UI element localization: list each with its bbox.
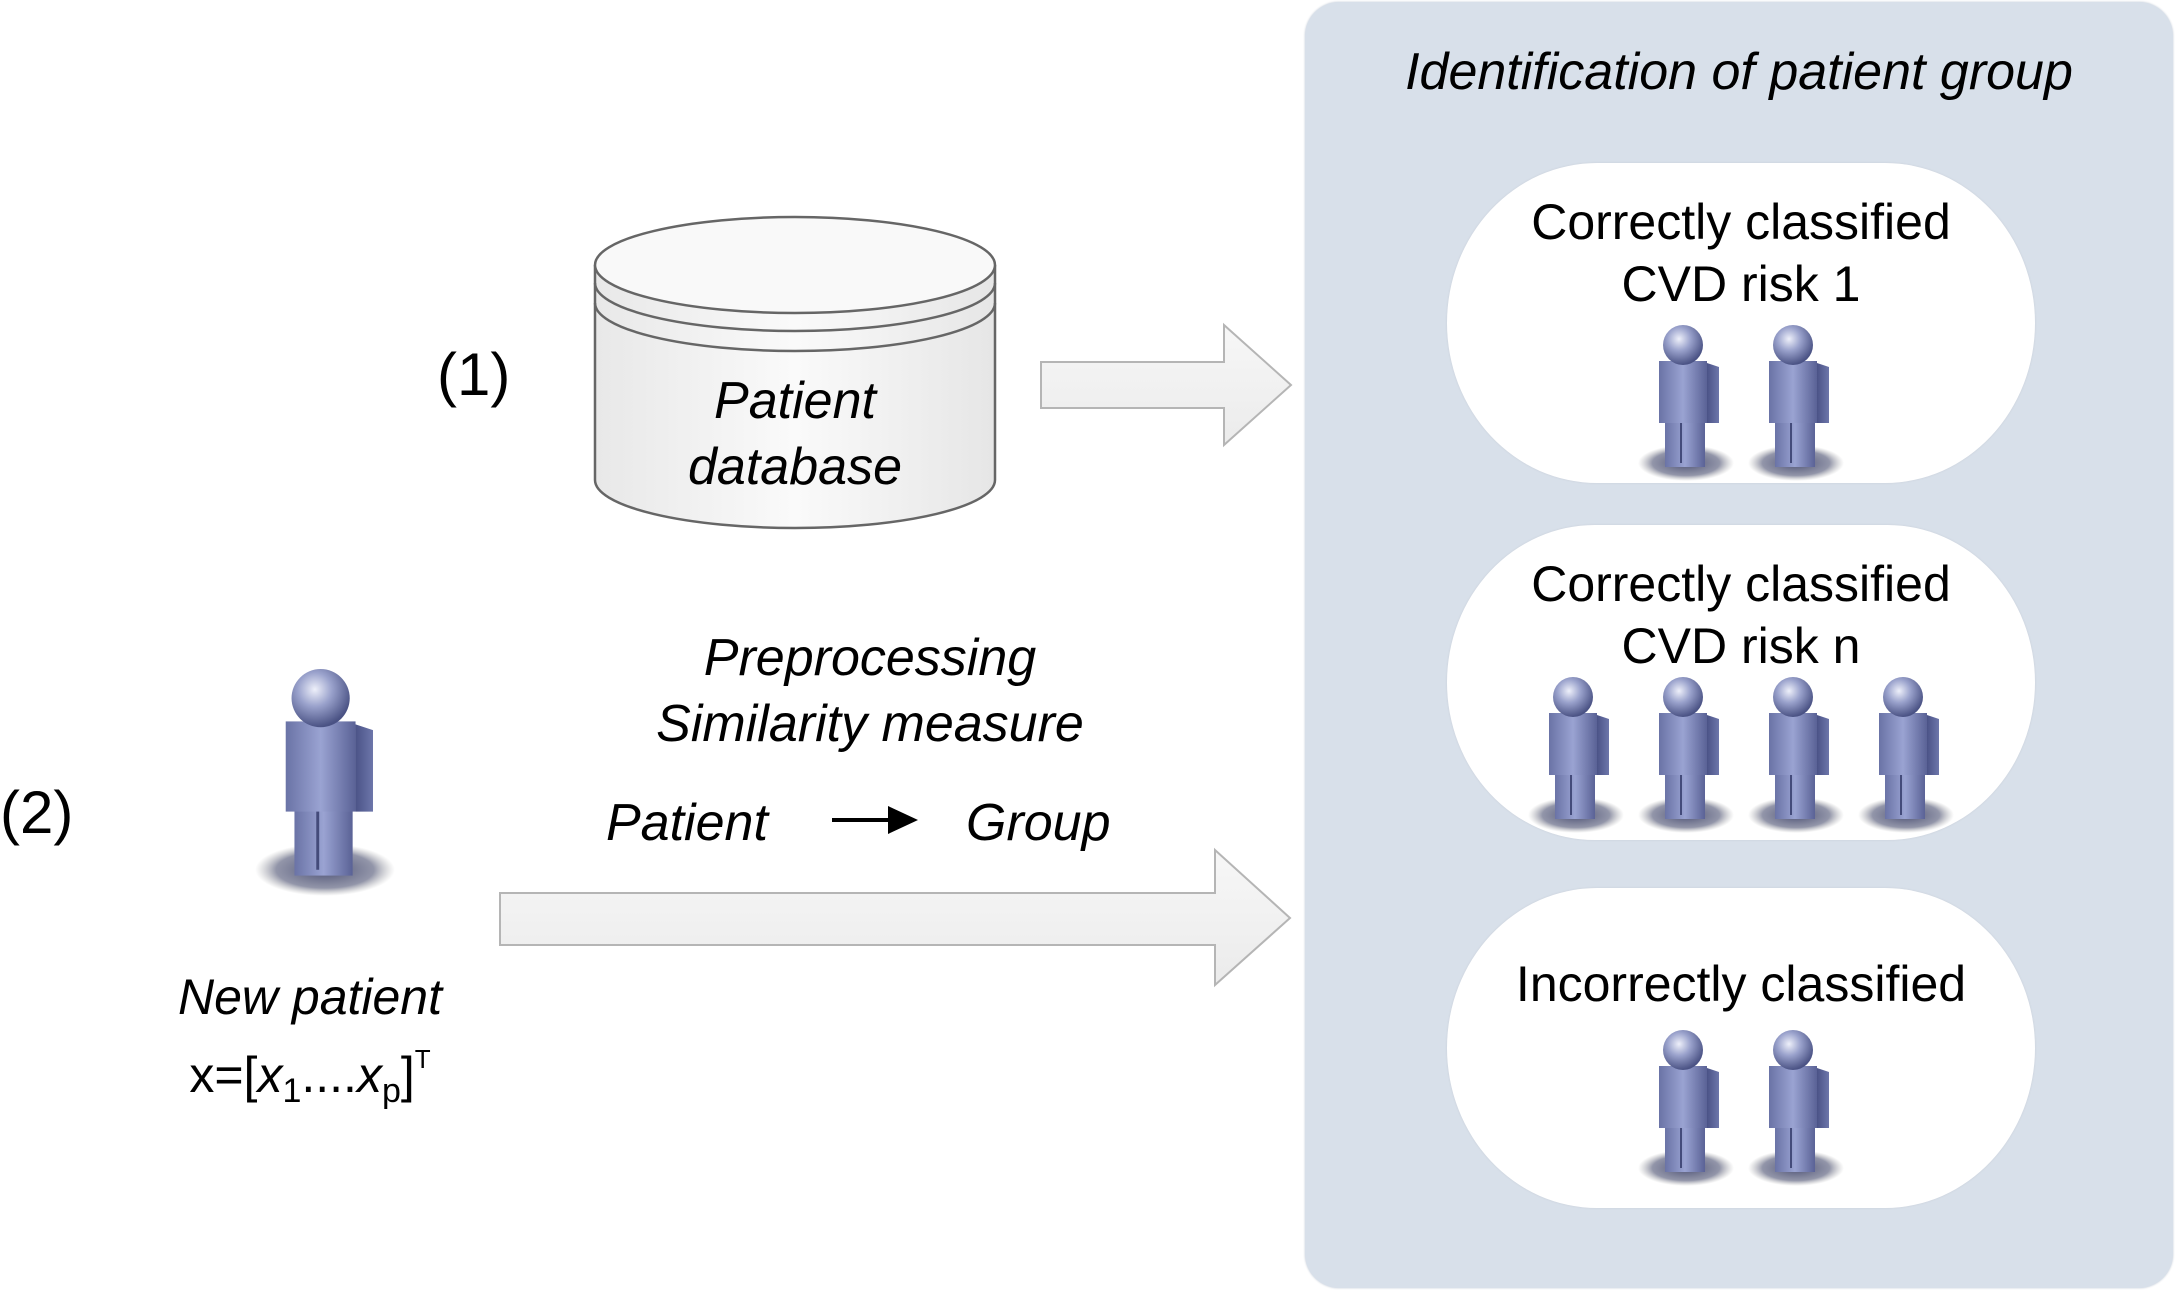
group-title: Incorrectly classified <box>1447 953 2035 1015</box>
person-icon <box>1741 323 1851 483</box>
person-icon <box>1631 675 1741 835</box>
group-title-line1: Correctly classified <box>1531 556 1951 612</box>
formula-close: ] <box>400 1047 415 1103</box>
formula-prefix: x=[ <box>189 1047 258 1103</box>
group-people <box>1447 1028 2035 1188</box>
process-line-preprocessing: Preprocessing <box>703 629 1037 687</box>
person-icon <box>1851 675 1961 835</box>
group-correct-risk-1: Correctly classified CVD risk 1 <box>1447 163 2035 483</box>
person-icon <box>1631 323 1741 483</box>
database-label-line2: database <box>688 438 902 496</box>
formula-transpose: T <box>414 1044 431 1074</box>
arrow-database-to-groups <box>1040 322 1293 448</box>
process-labels: Preprocessing Similarity measure <box>560 625 1180 757</box>
person-icon <box>1521 675 1631 835</box>
mapping-to-label: Group <box>966 794 1111 852</box>
group-title-line1: Incorrectly classified <box>1515 956 1967 1012</box>
formula-xp: x <box>356 1047 382 1103</box>
database-label-line1: Patient <box>714 372 876 430</box>
person-icon <box>1741 1028 1851 1188</box>
group-correct-risk-n: Correctly classified CVD risk n <box>1447 525 2035 840</box>
group-title-line2: CVD risk n <box>1621 618 1861 674</box>
mapping-from-label: Patient <box>606 794 768 852</box>
new-patient-label: New patient <box>177 969 443 1025</box>
group-title: Correctly classified CVD risk 1 <box>1447 191 2035 315</box>
person-icon <box>1631 1028 1741 1188</box>
formula-x1: x <box>257 1047 283 1103</box>
step-label-1: (1) <box>437 341 511 408</box>
panel-title: Identification of patient group <box>1405 43 2073 101</box>
database-cylinder-icon <box>593 215 997 530</box>
formula-subp: p <box>381 1072 401 1110</box>
process-line-similarity: Similarity measure <box>656 695 1084 753</box>
group-title: Correctly classified CVD risk n <box>1447 553 2035 677</box>
group-incorrect: Incorrectly classified <box>1447 888 2035 1208</box>
database-label: Patient database <box>590 368 1000 500</box>
person-icon <box>1741 675 1851 835</box>
arrow-right-icon <box>832 806 918 834</box>
group-title-line1: Correctly classified <box>1531 194 1951 250</box>
formula-dots: .... <box>301 1047 357 1103</box>
group-people <box>1447 323 2035 483</box>
group-people <box>1447 675 2035 835</box>
patient-vector-formula: x=[x1....xp]T <box>140 1027 480 1123</box>
arrow-patient-to-groups <box>499 847 1292 988</box>
formula-sub1: 1 <box>282 1072 302 1110</box>
person-icon <box>245 660 405 905</box>
group-title-line2: CVD risk 1 <box>1621 256 1861 312</box>
step-label-2: (2) <box>0 779 74 846</box>
